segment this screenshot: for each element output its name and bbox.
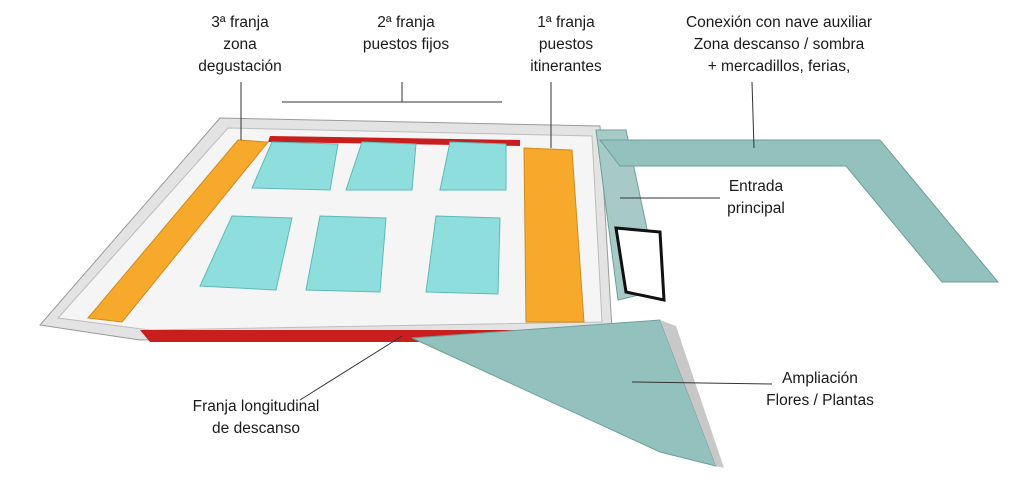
label-ampliacion-line1: Ampliación: [782, 370, 858, 387]
label-conexion-line2: Zona descanso / sombra: [693, 36, 865, 53]
label-conexion-line3: + mercadillos, ferias,: [707, 58, 851, 75]
flower-extension-wall: [660, 320, 724, 468]
label-franja3-line1: 3ª franja: [211, 14, 269, 31]
label-entrada-line2: principal: [727, 200, 785, 217]
fixed-stall: [199, 215, 293, 291]
label-entrada-line1: Entrada: [728, 178, 784, 195]
label-franja3: 3ª franja zona degustación: [190, 12, 290, 78]
label-descanso-line2: de descanso: [212, 420, 300, 437]
label-franja1-line3: itinerantes: [530, 58, 602, 75]
label-descanso: Franja longitudinal de descanso: [176, 396, 336, 440]
connection-canopy: [598, 139, 1000, 283]
itinerant-strip: [523, 147, 585, 323]
label-franja2: 2ª franja puestos fijos: [346, 12, 466, 56]
leader-conexion: [751, 81, 755, 149]
fixed-stalls: [199, 141, 507, 295]
label-franja1-line1: 1ª franja: [537, 14, 595, 31]
tasting-strip: [87, 139, 269, 323]
fixed-stall: [251, 141, 339, 191]
fixed-stall: [439, 141, 507, 191]
label-entrada: Entrada principal: [716, 176, 796, 220]
entrance-door: [614, 226, 666, 302]
fixed-stall: [305, 215, 387, 293]
label-franja3-line3: degustación: [198, 58, 282, 75]
leader-ampliacion: [631, 381, 773, 385]
label-conexion: Conexión con nave auxiliar Zona descanso…: [656, 12, 902, 78]
label-descanso-line1: Franja longitudinal: [192, 398, 320, 415]
fixed-stall: [425, 215, 501, 295]
label-franja1-line2: puestos: [538, 36, 594, 53]
leader-lines: [240, 81, 773, 401]
label-ampliacion-line2: Flores / Plantas: [766, 392, 874, 409]
label-franja2-line2: puestos fijos: [362, 36, 450, 53]
label-franja2-line1: 2ª franja: [377, 14, 435, 31]
fixed-stall: [345, 141, 417, 191]
label-conexion-line1: Conexión con nave auxiliar: [685, 14, 873, 31]
leader-descanso: [299, 335, 403, 401]
label-ampliacion: Ampliación Flores / Plantas: [750, 368, 890, 412]
label-franja3-line2: zona: [223, 36, 257, 53]
label-franja1: 1ª franja puestos itinerantes: [516, 12, 616, 78]
